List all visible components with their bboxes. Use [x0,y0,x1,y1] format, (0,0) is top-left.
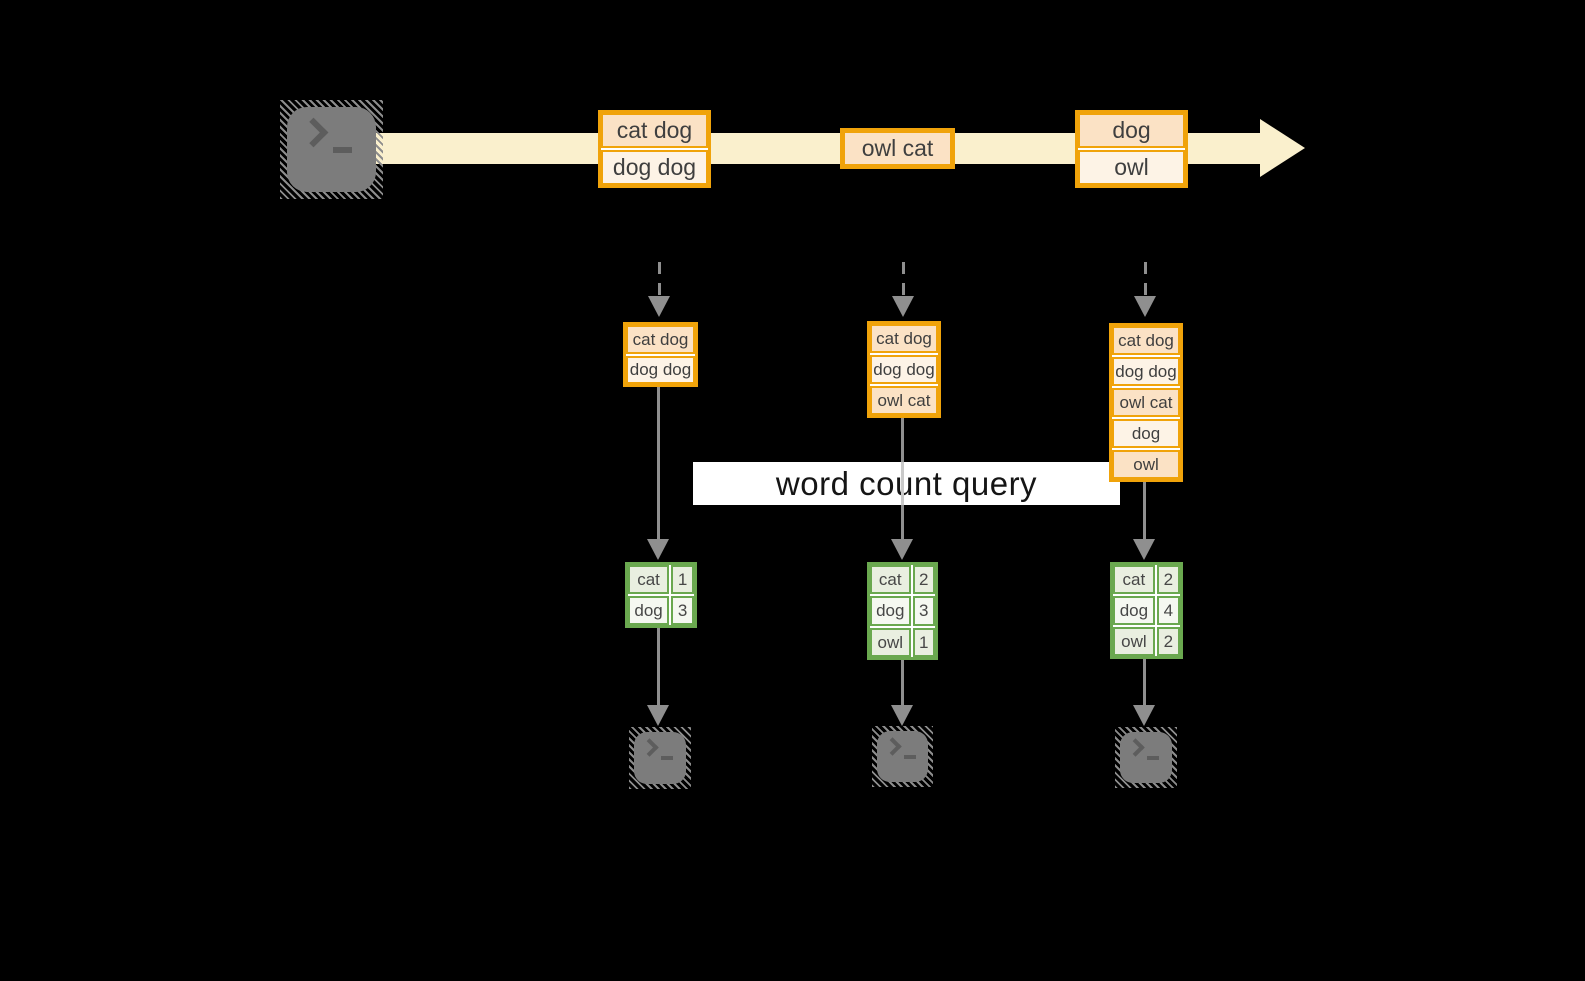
stream-arrowhead-icon [1260,119,1305,177]
input-row: cat dog [626,325,695,354]
sink-arrow-line [657,628,660,706]
word-cell: cat [628,565,670,594]
sink-terminal-icon [1115,727,1177,788]
word-cell: cat [1113,565,1155,594]
input-row: cat dog [870,324,938,353]
query-label: word count query [775,464,1038,502]
sink-arrowhead-icon [647,705,669,726]
event-row: owl cat [843,131,952,166]
input-row: owl [1112,450,1180,479]
trigger-arrow-line [902,262,905,298]
count-cell: 2 [912,565,935,595]
sink-terminal-icon [629,727,691,789]
input-table-3: cat dog dog dog owl cat dog owl [1109,323,1183,482]
count-cell: 1 [671,565,694,594]
sink-arrow-line [901,660,904,706]
sink-arrowhead-icon [1133,705,1155,726]
input-table-2: cat dog dog dog owl cat [867,321,941,418]
result-table-1: cat 1 dog 3 [625,562,697,628]
input-row: owl cat [1112,388,1180,417]
query-arrowhead-icon [647,539,669,560]
arrow-through-banner [901,462,904,505]
word-cell: owl [870,627,911,657]
query-banner: word count query [693,462,1120,505]
word-cell: dog [870,596,911,626]
count-cell: 4 [1156,596,1180,625]
input-row: dog dog [870,355,938,384]
query-arrow-line [657,387,660,540]
input-table-1: cat dog dog dog [623,322,698,387]
prompt-cursor-icon [333,147,352,153]
sink-arrow-line [1143,658,1146,706]
prompt-chevron-icon [298,117,329,148]
sink-arrowhead-icon [891,705,913,726]
event-row: dog [1078,113,1185,148]
query-arrowhead-icon [1133,539,1155,560]
prompt-cursor-icon [1147,756,1159,760]
count-cell: 1 [912,627,935,657]
event-row: dog dog [601,150,708,185]
prompt-cursor-icon [661,756,673,760]
stream-batch-3: dog owl [1075,110,1188,188]
trigger-arrowhead-icon [892,296,914,317]
trigger-arrow-line [1144,262,1147,298]
word-cell: dog [628,596,670,625]
sink-terminal-icon [872,726,933,787]
word-cell: dog [1113,596,1155,625]
word-cell: owl [1113,627,1155,656]
result-table-2: cat 2 dog 3 owl 1 [867,562,938,660]
count-cell: 3 [671,596,694,625]
terminal-body [877,731,928,782]
query-arrow-line [1143,482,1146,540]
input-row: dog [1112,419,1180,448]
input-row: dog dog [1112,357,1180,386]
trigger-arrowhead-icon [648,296,670,317]
input-row: dog dog [626,355,695,384]
event-row: cat dog [601,113,708,148]
prompt-chevron-icon [883,737,902,756]
terminal-body [287,107,376,192]
query-arrowhead-icon [891,539,913,560]
word-cell: cat [870,565,911,595]
input-row: cat dog [1112,326,1180,355]
trigger-arrowhead-icon [1134,296,1156,317]
prompt-chevron-icon [640,738,659,757]
result-table-3: cat 2 dog 4 owl 2 [1110,562,1183,659]
terminal-body [634,732,686,784]
count-cell: 2 [1156,627,1180,656]
source-terminal-icon [280,100,383,199]
input-row: owl cat [870,386,938,415]
count-cell: 2 [1156,565,1180,594]
prompt-cursor-icon [904,755,916,759]
terminal-body [1120,732,1172,783]
trigger-arrow-line [658,262,661,298]
event-row: owl [1078,150,1185,185]
prompt-chevron-icon [1126,738,1145,757]
stream-batch-1: cat dog dog dog [598,110,711,188]
count-cell: 3 [912,596,935,626]
stream-batch-2: owl cat [840,128,955,169]
